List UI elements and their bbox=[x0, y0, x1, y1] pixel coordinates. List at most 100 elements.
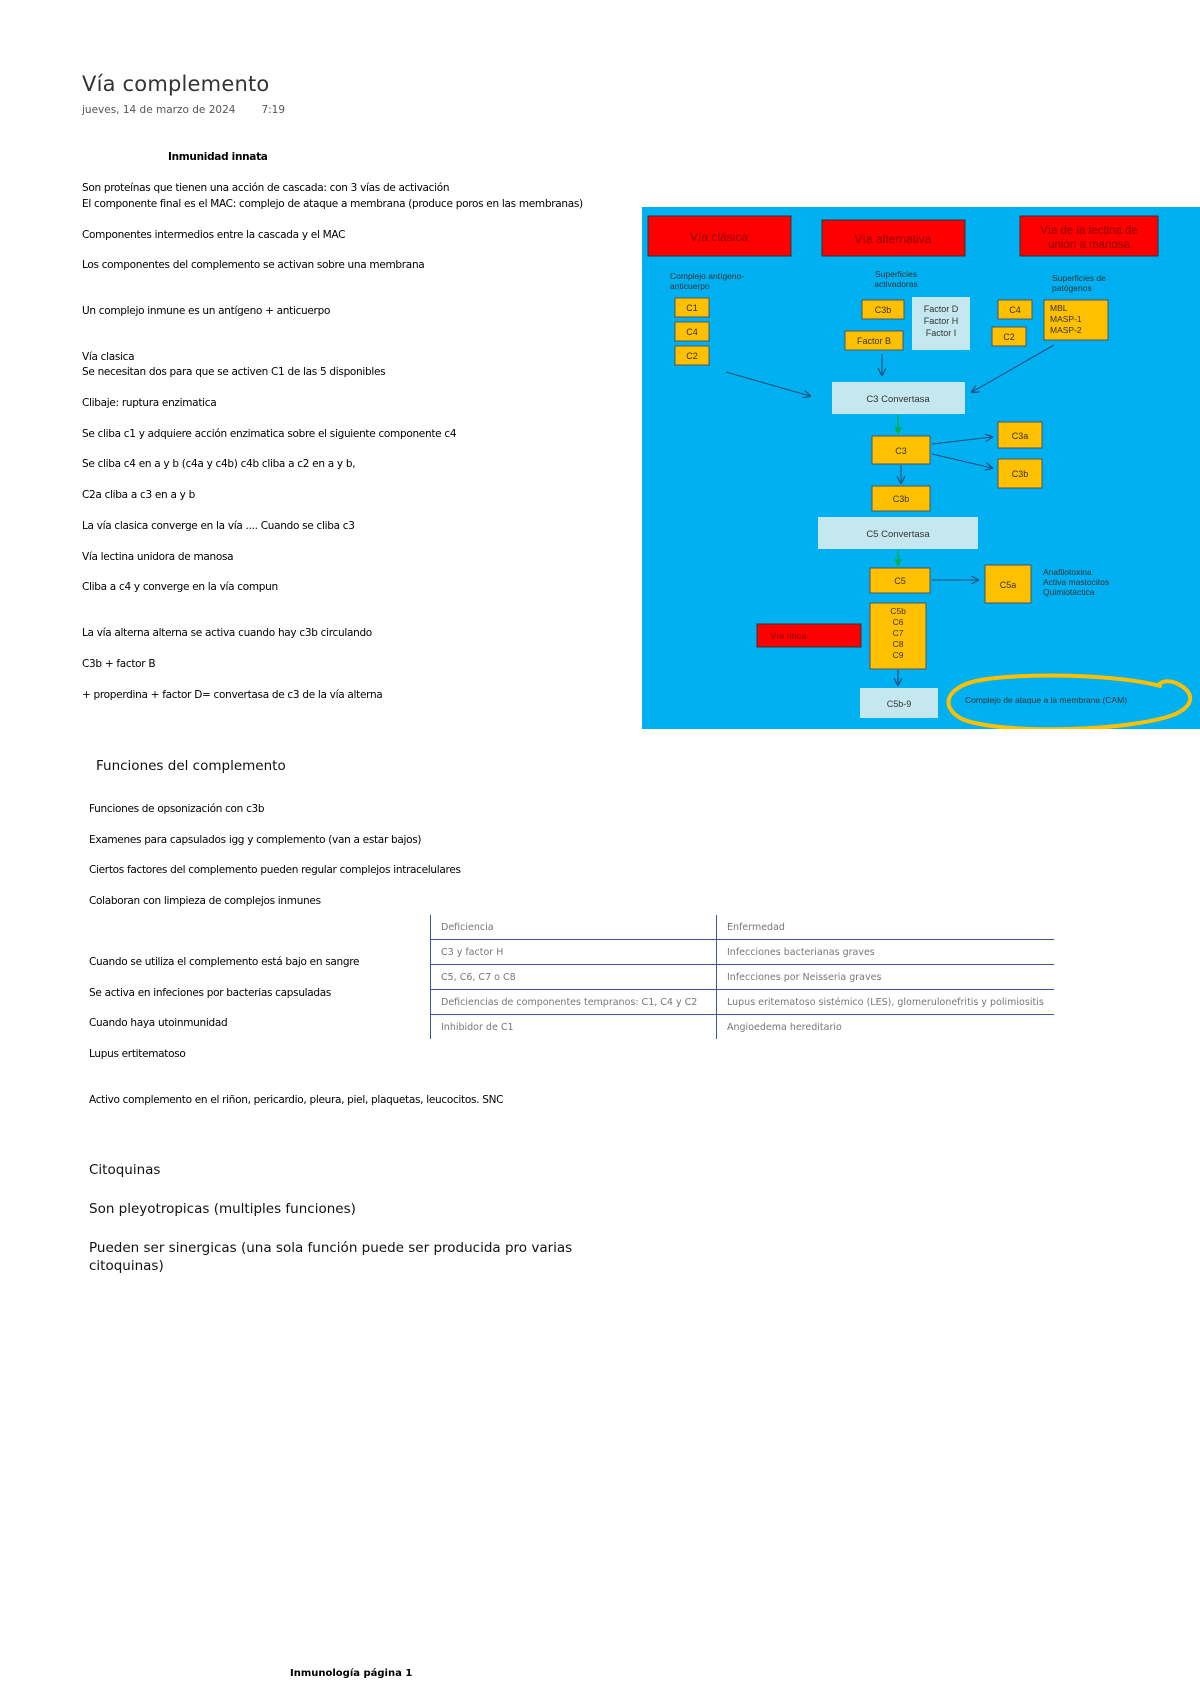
note-line: La vía alterna alterna se activa cuando … bbox=[82, 627, 372, 639]
function-line: Se activa en infeciones por bacterias ca… bbox=[89, 987, 332, 999]
note-line: El componente final es el MAC: complejo … bbox=[82, 198, 583, 210]
mbl-masp-box bbox=[1043, 299, 1109, 341]
lectin-subtitle-2: patógenos bbox=[1052, 283, 1092, 293]
note-line: Componentes intermedios entre la cascada… bbox=[82, 229, 346, 241]
function-line: Activo complemento en el riñon, pericard… bbox=[89, 1094, 504, 1106]
factors-dhi-box bbox=[912, 297, 970, 350]
c5b9-box bbox=[860, 688, 938, 718]
note-line: C3b + factor B bbox=[82, 658, 156, 670]
mac-stack-c7: C7 bbox=[893, 628, 904, 638]
table-header-cell: Deficiencia bbox=[430, 915, 717, 940]
table-row: C3 y factor H Infecciones bacterianas gr… bbox=[430, 939, 1054, 965]
note-line: La vía clasica converge en la vía .... C… bbox=[82, 520, 355, 532]
note-line: Se cliba c4 en a y b (c4a y c4b) c4b cli… bbox=[82, 458, 356, 470]
mbl-label: MBL bbox=[1050, 303, 1068, 313]
mac-stack-c9: C9 bbox=[893, 650, 904, 660]
table-cell: Lupus eritematoso sistémico (LES), glome… bbox=[715, 989, 1054, 1015]
cytokines-heading: Citoquinas bbox=[89, 1162, 161, 1178]
classic-pathway-box bbox=[647, 215, 792, 257]
c4-box bbox=[674, 321, 710, 342]
lectin-pathway-box bbox=[1019, 215, 1159, 257]
lectin-subtitle-1: Superficies de bbox=[1052, 273, 1106, 283]
note-line: + properdina + factor D= convertasa de c… bbox=[82, 689, 383, 701]
cytokines-line: Pueden ser sinergicas (una sola función … bbox=[89, 1240, 573, 1256]
factor-b-label: Factor B bbox=[857, 336, 891, 346]
alt-c3b-label: C3b bbox=[875, 305, 892, 315]
alt-subtitle-2: activadoras bbox=[874, 279, 917, 289]
deficiency-table: Deficiencia Enfermedad C3 y factor H Inf… bbox=[430, 915, 1054, 1039]
function-line: Cuando haya utoinmunidad bbox=[89, 1017, 228, 1029]
alt-subtitle-1: Superficies bbox=[875, 269, 917, 279]
table-row: Inhibidor de C1 Angioedema hereditario bbox=[430, 1014, 1054, 1039]
table-cell: Deficiencias de componentes tempranos: C… bbox=[430, 989, 717, 1015]
mac-stack-c8: C8 bbox=[893, 639, 904, 649]
c3b-box bbox=[871, 485, 931, 512]
c3-convertasa-label: C3 Convertasa bbox=[866, 394, 930, 405]
note-line: Son proteínas que tienen una acción de c… bbox=[82, 182, 450, 194]
mac-label: Complejo de ataque a la membrana (CAM) bbox=[965, 695, 1127, 705]
function-line: Lupus ertitematoso bbox=[89, 1048, 186, 1060]
note-line: C2a cliba a c3 en a y b bbox=[82, 489, 195, 501]
page-footer: Inmunología página 1 bbox=[290, 1668, 413, 1679]
cytokines-line: citoquinas) bbox=[89, 1258, 164, 1274]
classic-subtitle-2: anticuerpo bbox=[670, 281, 710, 291]
lectin-pathway-label-2: unión a manosa bbox=[1048, 239, 1130, 251]
c3-box bbox=[871, 435, 931, 465]
lectin-c4-label: C4 bbox=[1009, 305, 1021, 315]
mac-stack-box bbox=[869, 602, 927, 670]
via-litica-box bbox=[756, 623, 862, 648]
classic-pathway-label: Vía clásica bbox=[690, 230, 748, 244]
c5-label: C5 bbox=[894, 576, 906, 586]
note-line: Cliba a c4 y converge en la vía compun bbox=[82, 581, 278, 593]
function-line: Cuando se utiliza el complemento está ba… bbox=[89, 956, 360, 968]
alternative-pathway-box bbox=[821, 219, 966, 257]
table-header-row: Deficiencia Enfermedad bbox=[430, 915, 1054, 940]
c2-box bbox=[674, 345, 710, 366]
table-row: Deficiencias de componentes tempranos: C… bbox=[430, 989, 1054, 1015]
table-cell: C3 y factor H bbox=[430, 939, 717, 965]
note-line: Un complejo inmune es un antígeno + anti… bbox=[82, 305, 331, 317]
masp2-label: MASP-2 bbox=[1050, 325, 1082, 335]
c1-label: C1 bbox=[686, 303, 698, 313]
c5a-note-2: Activa mastocitos bbox=[1043, 577, 1109, 587]
c5a-note-3: Quimiotáctica bbox=[1043, 587, 1095, 597]
complement-pathway-diagram: Vía clásica Vía alternativa Vía de la le… bbox=[642, 207, 1200, 729]
table-header-cell: Enfermedad bbox=[715, 915, 1054, 940]
c3b-small-box bbox=[997, 458, 1043, 489]
c3b-small-label: C3b bbox=[1012, 469, 1029, 479]
note-line: Vía clasica bbox=[82, 351, 135, 363]
page-title: Vía complemento bbox=[82, 72, 270, 96]
table-cell: Infecciones bacterianas graves bbox=[715, 939, 1054, 965]
c5-convertasa-box bbox=[818, 517, 978, 549]
alt-c3b-box bbox=[861, 299, 905, 320]
page-date: jueves, 14 de marzo de 2024 bbox=[82, 104, 236, 116]
note-line: Se cliba c1 y adquiere acción enzimatica… bbox=[82, 428, 457, 440]
c2-label: C2 bbox=[686, 351, 698, 361]
c4-label: C4 bbox=[686, 327, 698, 337]
function-line: Funciones de opsonización con c3b bbox=[89, 803, 265, 815]
function-line: Ciertos factores del complemento pueden … bbox=[89, 864, 461, 876]
classic-subtitle-1: Complejo antígeno- bbox=[670, 271, 744, 281]
lectin-pathway-label-1: Vía de la lectina de bbox=[1040, 225, 1138, 237]
lectin-c2-box bbox=[991, 326, 1027, 347]
factor-b-box bbox=[844, 330, 904, 351]
function-line: Colaboran con limpieza de complejos inmu… bbox=[89, 895, 321, 907]
table-cell: C5, C6, C7 o C8 bbox=[430, 964, 717, 990]
table-cell: Angioedema hereditario bbox=[715, 1014, 1054, 1039]
c3-convertasa-box bbox=[832, 382, 965, 414]
arrow-lectin-to-c3conv bbox=[972, 344, 1055, 392]
alternative-pathway-label: Vía alternativa bbox=[855, 232, 932, 246]
lectin-c2-label: C2 bbox=[1003, 332, 1015, 342]
lectin-c4-box bbox=[997, 299, 1033, 320]
c1-box bbox=[674, 297, 710, 318]
innate-heading: Inmunidad innata bbox=[168, 151, 268, 163]
via-litica-label: Vía lítica bbox=[770, 631, 807, 642]
c5a-box bbox=[984, 564, 1032, 604]
table-cell: Infecciones por Neisseria graves bbox=[715, 964, 1054, 990]
c5a-note-1: Anafilotoxina bbox=[1043, 567, 1092, 577]
c5a-label: C5a bbox=[1000, 580, 1017, 590]
note-line: Clibaje: ruptura enzimatica bbox=[82, 397, 217, 409]
factor-d-label: Factor D bbox=[924, 304, 959, 314]
note-line: Se necesitan dos para que se activen C1 … bbox=[82, 366, 386, 378]
